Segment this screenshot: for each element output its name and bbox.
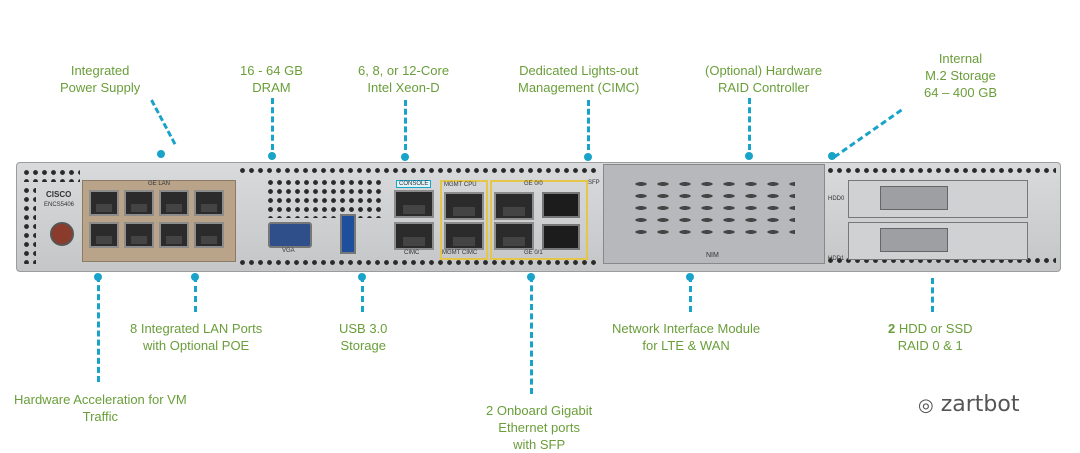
leader-m2	[833, 108, 903, 159]
vga-port[interactable]	[268, 222, 312, 248]
console-label: CONSOLE	[396, 180, 432, 188]
leader-power-supply	[150, 99, 177, 145]
leader-dot-dram	[268, 152, 276, 160]
ge-0-1-port[interactable]	[494, 222, 534, 250]
leader-dot-ge-ports	[527, 273, 535, 281]
ge-0-1-label: GE 0/1	[524, 250, 543, 256]
cimc-port[interactable]	[394, 222, 434, 250]
leader-hdd	[931, 278, 934, 312]
mgmt-cimc-label: MGMT CIMC	[442, 250, 478, 256]
leader-dot-hw-acceleration	[94, 273, 102, 281]
label-m2-storage: Internal M.2 Storage 64 – 400 GB	[924, 51, 997, 100]
ge-0-0-port[interactable]	[494, 192, 534, 220]
leader-ge-ports	[530, 276, 533, 394]
cimc-port-label: CIMC	[404, 250, 420, 256]
lan-port-3[interactable]	[159, 190, 189, 216]
label-lan-ports: 8 Integrated LAN Ports with Optional POE	[130, 321, 263, 353]
power-button[interactable]	[50, 222, 74, 246]
leader-cpu	[404, 100, 407, 150]
label-cpu: 6, 8, or 12-Core Intel Xeon-D	[358, 63, 450, 95]
hdd1-label: HDD1	[828, 256, 845, 262]
leader-dot-cimc	[584, 153, 592, 161]
lan-port-6[interactable]	[124, 222, 154, 248]
vent-center-block	[266, 178, 384, 218]
leader-cimc	[587, 100, 590, 150]
nim-vents	[630, 178, 795, 238]
ge-0-0-label: GE 0/0	[524, 181, 543, 187]
vent-top-strip	[238, 166, 598, 176]
nim-label: NIM	[706, 252, 719, 259]
usb-port[interactable]	[340, 214, 356, 254]
label-cimc: Dedicated Lights-out Management (CIMC)	[518, 63, 640, 95]
label-raid: (Optional) Hardware RAID Controller	[705, 63, 823, 95]
mgmt-highlight	[440, 180, 488, 260]
sfp-slot-0[interactable]	[542, 192, 580, 218]
leader-dot-m2	[828, 152, 836, 160]
lan-port-2[interactable]	[124, 190, 154, 216]
leader-dot-cpu	[401, 153, 409, 161]
label-dram: 16 - 64 GB DRAM	[240, 63, 303, 95]
ge-lan-label: GE LAN	[148, 181, 171, 187]
lan-port-1[interactable]	[89, 190, 119, 216]
model-label: ENCS5406	[44, 202, 75, 208]
leader-raid	[748, 98, 751, 150]
label-power-supply: Integrated Power Supply	[60, 63, 141, 95]
label-usb: USB 3.0 Storage	[339, 321, 388, 353]
mgmt-cpu-port[interactable]	[444, 192, 484, 220]
hdd-bay-0-handle	[880, 186, 948, 210]
vent-bottom-strip	[238, 258, 598, 268]
leader-dot-usb	[358, 273, 366, 281]
mgmt-cpu-label: MGMT CPU	[444, 182, 477, 188]
leader-nim	[689, 276, 692, 312]
leader-dram	[271, 98, 274, 150]
mgmt-cimc-port[interactable]	[444, 222, 484, 250]
label-ge-ports: 2 Onboard Gigabit Ethernet ports with SF…	[486, 403, 593, 452]
vent-right-strip	[826, 166, 1056, 176]
sfp-label: SFP	[588, 180, 600, 186]
lan-port-7[interactable]	[159, 222, 189, 248]
sfp-slot-1[interactable]	[542, 224, 580, 250]
vent-right-bottom	[826, 256, 1056, 266]
leader-dot-nim	[686, 273, 694, 281]
label-nim: Network Interface Module for LTE & WAN	[612, 321, 761, 353]
label-hw-acceleration: Hardware Acceleration for VM Traffic	[14, 392, 187, 424]
wechat-icon: ◎	[918, 395, 934, 416]
vga-label: VGA	[282, 248, 295, 254]
cisco-logo: CISCO	[46, 190, 72, 199]
lan-port-5[interactable]	[89, 222, 119, 248]
leader-hw-acceleration	[97, 276, 100, 382]
leader-dot-lan-ports	[191, 273, 199, 281]
hdd-bay-1-handle	[880, 228, 948, 252]
leader-lan-ports	[194, 276, 197, 312]
lan-port-4[interactable]	[194, 190, 224, 216]
lan-port-8[interactable]	[194, 222, 224, 248]
ge-highlight	[490, 180, 588, 260]
vent-left-top	[22, 168, 80, 182]
leader-usb	[361, 276, 364, 312]
leader-dot-power-supply	[157, 150, 165, 158]
vent-left-side	[22, 186, 36, 264]
hdd0-label: HDD0	[828, 196, 845, 202]
leader-dot-raid	[745, 152, 753, 160]
label-hdd: 2 HDD or SSD RAID 0 & 1	[888, 321, 973, 353]
console-port[interactable]	[394, 190, 434, 218]
zartbot-watermark: ◎ zartbot	[918, 392, 1020, 417]
